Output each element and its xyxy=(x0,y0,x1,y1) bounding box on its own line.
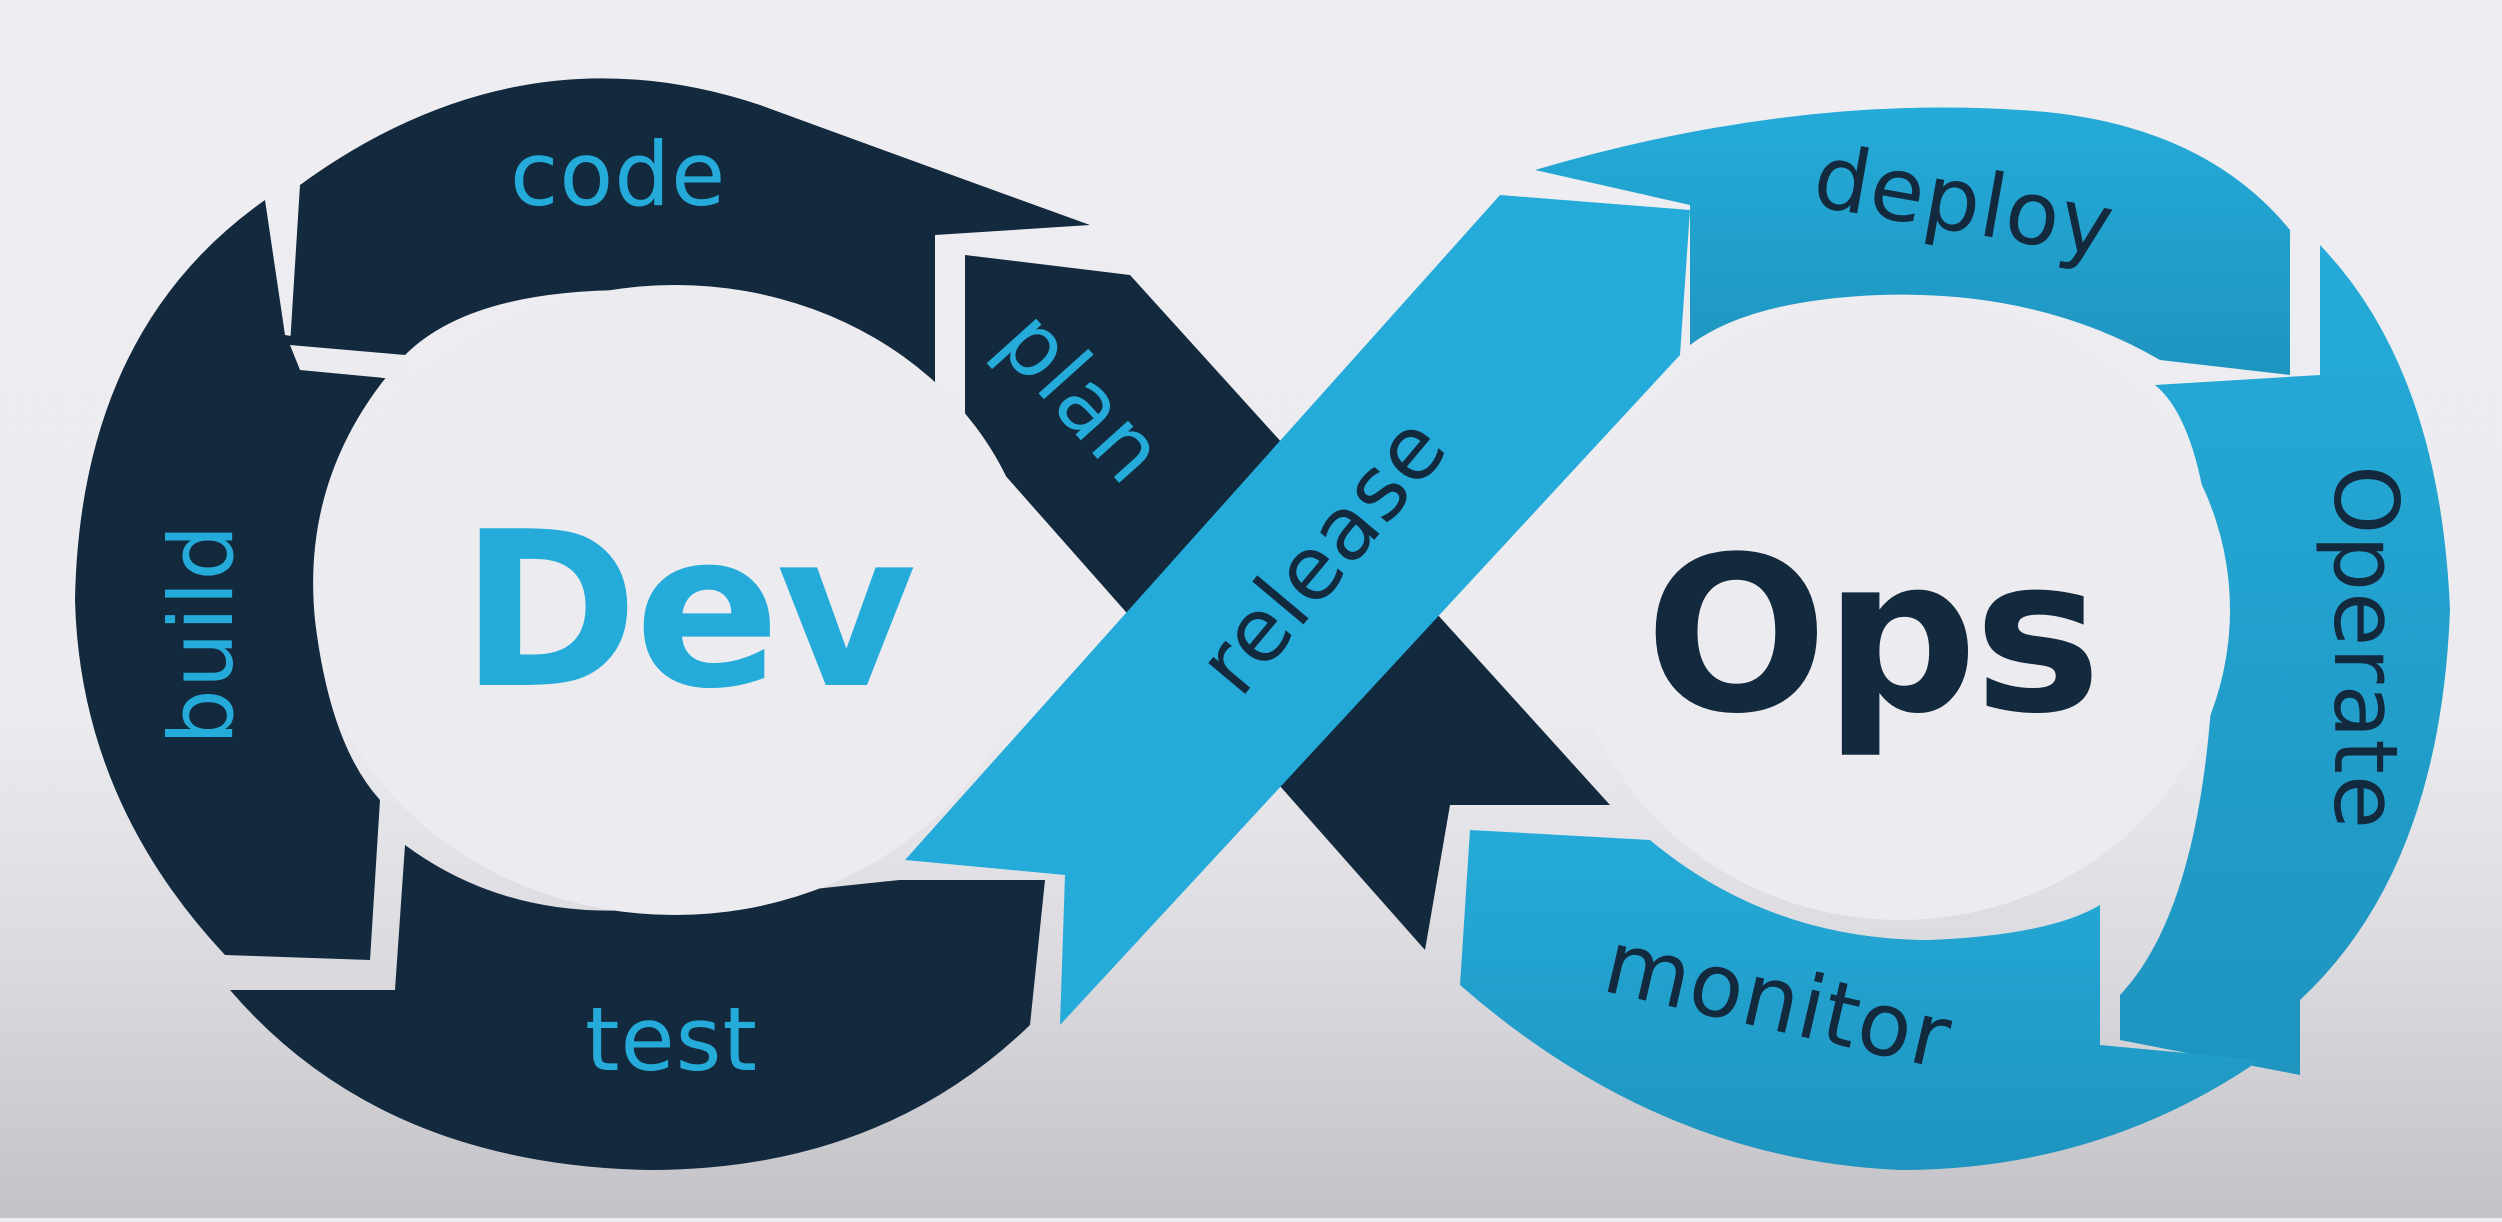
stage-label-monitor: monitor xyxy=(1595,910,1960,1089)
segment-release xyxy=(905,195,1690,1025)
stage-label-release: release xyxy=(1177,396,1467,713)
segment-code xyxy=(290,78,1090,396)
ops-loop xyxy=(905,107,2450,1170)
dev-title: Dev xyxy=(460,485,913,736)
stage-label-code: code xyxy=(510,123,726,226)
stage-label-operate: Operate xyxy=(2314,465,2417,830)
segment-build xyxy=(75,200,405,960)
ops-title: Ops xyxy=(1645,510,2098,761)
stage-label-build: build xyxy=(150,524,253,745)
ops-inner-circle xyxy=(1570,300,2230,920)
dev-inner-circle xyxy=(315,285,1035,915)
dev-loop xyxy=(75,78,1610,1170)
segment-operate xyxy=(2120,245,2450,1075)
segment-test xyxy=(230,845,1045,1170)
stage-label-deploy: deploy xyxy=(1806,124,2122,278)
segment-monitor xyxy=(1460,830,2260,1170)
stage-label-plan: plan xyxy=(979,290,1185,503)
stage-label-test: test xyxy=(585,988,758,1091)
segment-deploy xyxy=(1535,107,2290,375)
